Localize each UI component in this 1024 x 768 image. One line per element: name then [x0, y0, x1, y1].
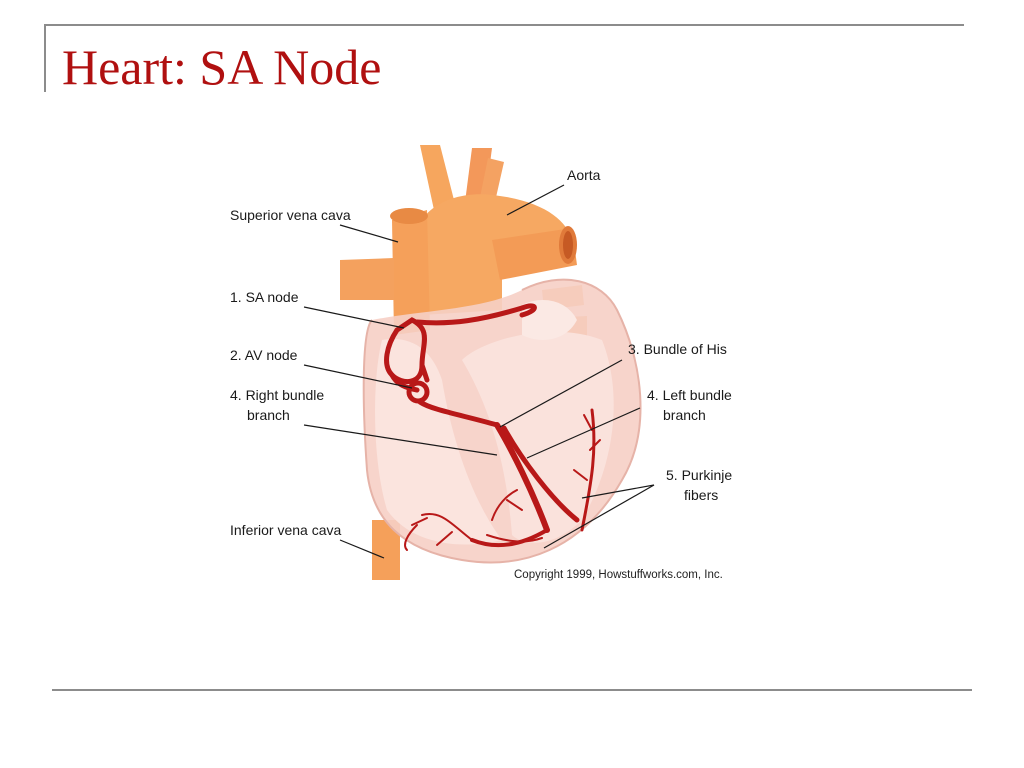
- label-sa-node: 1. SA node: [230, 289, 299, 305]
- label-right-bundle: 4. Right bundle: [230, 387, 324, 403]
- label-av-node: 2. AV node: [230, 347, 298, 363]
- great-vessels: [340, 145, 587, 580]
- top-rule: [44, 24, 964, 26]
- label-purkinje: 5. Purkinje: [666, 467, 732, 483]
- label-inferior-vena-cava: Inferior vena cava: [230, 522, 341, 538]
- label-right-bundle-branch: branch: [247, 407, 290, 423]
- label-left-bundle-branch: branch: [663, 407, 706, 423]
- bottom-rule: [52, 689, 972, 691]
- left-rule: [44, 24, 46, 92]
- slide-title: Heart: SA Node: [62, 39, 382, 95]
- label-left-bundle: 4. Left bundle: [647, 387, 732, 403]
- labels: Aorta Superior vena cava 1. SA node 2. A…: [230, 167, 732, 581]
- conduction-system: [384, 303, 601, 551]
- label-superior-vena-cava: Superior vena cava: [230, 207, 351, 223]
- label-aorta: Aorta: [567, 167, 601, 183]
- heart-conduction-diagram: Aorta Superior vena cava 1. SA node 2. A…: [230, 145, 732, 581]
- leader-lines: [303, 184, 655, 559]
- heart-body: [362, 278, 642, 564]
- label-purkinje-fibers: fibers: [684, 487, 718, 503]
- copyright-text: Copyright 1999, Howstuffworks.com, Inc.: [514, 569, 723, 581]
- label-bundle-of-his: 3. Bundle of His: [628, 341, 727, 357]
